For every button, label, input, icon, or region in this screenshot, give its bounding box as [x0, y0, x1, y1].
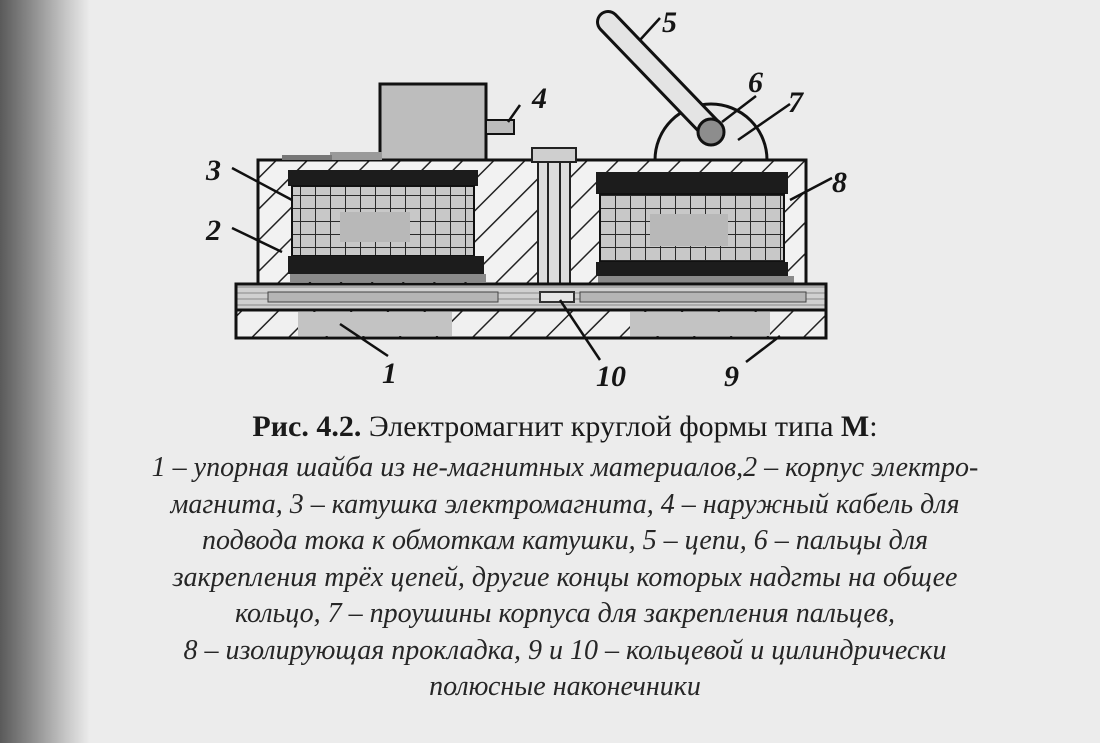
center-bore — [531, 147, 577, 285]
caption-title: Рис. 4.2. Электромагнит круглой формы ти… — [40, 408, 1090, 446]
caption-legend: 1 – упорная шайба из не-магнитных матери… — [40, 450, 1090, 706]
electromagnet-diagram: 1 2 3 4 5 6 7 8 9 10 — [205, 6, 847, 393]
figure-number: Рис. 4.2. — [252, 410, 362, 443]
label-6: 6 — [748, 66, 763, 99]
pole-plate-lower — [234, 308, 828, 340]
figure-title-type: М — [840, 410, 870, 443]
label-5: 5 — [662, 6, 677, 39]
page-edge-shadow — [0, 0, 90, 743]
chain-rod — [596, 10, 722, 140]
label-7: 7 — [788, 86, 804, 119]
leader-lines — [231, 17, 833, 363]
label-9: 9 — [724, 360, 739, 393]
label-1: 1 — [382, 357, 397, 390]
label-3: 3 — [205, 154, 221, 187]
external-cable — [485, 119, 515, 135]
pole-plate-upper — [234, 282, 828, 312]
caption-line: полюсные наконечники — [429, 671, 701, 702]
figure-caption: Рис. 4.2. Электромагнит круглой формы ти… — [40, 408, 1090, 706]
caption-line: закрепления трёх цепей, другие концы кот… — [172, 561, 958, 593]
label-4: 4 — [531, 82, 547, 115]
pin — [696, 117, 726, 147]
caption-line: подвода тока к обмоткам катушки, 5 – цеп… — [201, 525, 929, 556]
caption-line: 8 – изолирующая прокладка, 9 и 10 – коль… — [183, 634, 947, 666]
terminal-box — [282, 82, 488, 162]
coil-left — [288, 170, 486, 282]
figure-title-text: Электромагнит круглой формы типа — [368, 410, 834, 443]
caption-line: кольцо, 7 – проушины корпуса для закрепл… — [235, 598, 895, 629]
label-8: 8 — [832, 166, 847, 199]
label-10: 10 — [596, 360, 626, 393]
caption-line: 1 – упорная шайба из не-магнитных матери… — [151, 452, 979, 483]
label-2: 2 — [205, 214, 221, 247]
figure-title-end: : — [869, 410, 878, 443]
caption-line: магнита, 3 – катушка электромагнита, 4 –… — [170, 488, 960, 520]
coil-right — [596, 172, 794, 284]
